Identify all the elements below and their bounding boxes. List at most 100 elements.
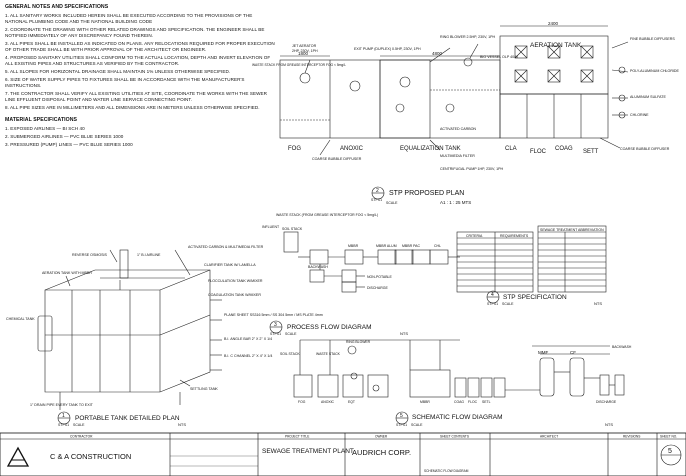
pfd-backwash: BACKWASH (308, 265, 328, 269)
tank-label-equalization: EQUALIZATION TANK (400, 146, 461, 152)
schem-setl: SETL (482, 400, 491, 404)
tb-contractor-label: CONTRACTOR (70, 435, 93, 439)
pfd-sheet-ref: STPS1 (270, 332, 281, 336)
note-item: 7. THE CONTRACTOR SHALL VERIFY ALL EXIST… (5, 91, 267, 103)
portable-settling: SETTLING TANK (190, 387, 218, 391)
schem-discharge: DISCHARGE (596, 400, 617, 404)
tb-owner-label: OWNER (375, 435, 388, 439)
portable-bi-airline: 1" B.I AIRLINE (137, 253, 161, 257)
multimedia-filter-label: MULTIMEDIA FILTER (440, 154, 475, 158)
note-item: 4. PROPOSED SANITARY UTILITIES SHALL CON… (5, 55, 271, 67)
plan-labels: FOG ANOXIC EQUALIZATION TANK CLA FLOC CO… (252, 21, 680, 205)
tank-label-floc: FLOC (530, 149, 547, 155)
schem-sheet-ref: STPS1 (396, 423, 407, 427)
portable-reverse: REVERSE OSMOSIS (72, 253, 108, 257)
schematic-labels: MMF CF BACKWASH RING BLOWER SOIL STACK W… (280, 340, 632, 427)
schem-fog: FOG (298, 400, 306, 404)
stp-specification (456, 225, 607, 293)
schem-scale-word: SCALE (411, 423, 423, 427)
note-item: 5. ALL SLOPES FOR HORIZONTAL DRAINAGE SH… (5, 69, 231, 75)
notes-heading: GENERAL NOTES AND SPECIFICATIONS (5, 4, 109, 10)
pfd-scale-word: SCALE (285, 332, 297, 336)
portable-flocculation: FLOCCULATION TANK W/MIXER (208, 279, 263, 283)
portable-num: 1 (62, 413, 65, 419)
tb-sheet-contents-schematic: SCHEMATIC FLOW DIAGRAM (424, 469, 469, 473)
plan-scale: A1 : 1 : 25 MTS (440, 200, 471, 205)
portable-chemical: CHEMICAL TANK (6, 317, 35, 321)
schem-floc: FLOC (468, 400, 478, 404)
note-item: 8. ALL PIPE SIZES ARE IN MILLIMETERS AND… (5, 105, 260, 110)
bio-vessel-label: BIO VESSEL OLP 4040 (480, 55, 518, 59)
schem-eqt: EQT (348, 400, 355, 404)
tb-contractor-name: C & A CONSTRUCTION (50, 452, 131, 461)
schem-waste-stack: WASTE STACK (316, 352, 341, 356)
pfd-waste-label: WASTE STACK (FROM GREASE INTERCEPTOR FOG… (276, 213, 378, 217)
portable-nts: NTS (178, 422, 186, 427)
schem-coag: COAG (454, 400, 464, 404)
pfd-influent: INFLUENT (262, 225, 280, 229)
material-item: 3. PRESSURED (PUMP) LINES — PVC BLUE SER… (5, 142, 133, 147)
tb-revisions-label: REVISIONS (623, 435, 640, 439)
poly-aluminum-label: POLY-ALUMINUM CHLORIDE (630, 69, 680, 73)
tank-label-fog: FOG (288, 146, 301, 152)
note-item: 2. COORDINATE THE DRAWING WITH OTHER REL… (5, 27, 265, 39)
pfd-title: PROCESS FLOW DIAGRAM (287, 324, 372, 331)
coarse-bubble-left-label: COARSE BUBBLE DIFFUSER (312, 157, 362, 161)
pfd-mbbr-alum: MBBR ALUM (376, 244, 397, 248)
portable-scale-word: SCALE (73, 423, 85, 427)
tb-sheet-contents-label: SHEET CONTENTS (440, 435, 469, 439)
schem-ring-blower: RING BLOWER (346, 340, 371, 344)
material-heading: MATERIAL SPECIFICATIONS (5, 117, 78, 124)
schem-soil-stack: SOIL STACK (280, 352, 300, 356)
material-item: 1. EXPOSED AIRLINES — BI SCH 40 (5, 126, 85, 132)
pfd-chl: CHL (434, 244, 441, 248)
portable-angle: B.I. ANGLE BAR 2" X 2" X 1/4 (224, 337, 272, 341)
tb-sheet-no: 5 (668, 448, 672, 455)
spec-scale-word: SCALE (502, 302, 514, 306)
tb-project-label: PROJECT TITLE (285, 435, 309, 439)
portable-title: PORTABLE TANK DETAILED PLAN (75, 415, 180, 422)
tank-label-sett: SETT (583, 149, 599, 155)
pfd-num: 3 (274, 322, 277, 328)
process-flow-labels: WASTE STACK (FROM GREASE INTERCEPTOR FOG… (262, 213, 441, 336)
general-notes: GENERAL NOTES AND SPECIFICATIONS 1. ALL … (5, 4, 275, 150)
activated-carbon-label: ACTIVATED CARBON (440, 127, 476, 131)
pfd-discharge: DISCHARGE (367, 286, 388, 290)
schem-mmf: MMF (538, 350, 548, 355)
spec-num: 4 (491, 292, 494, 298)
dim-label: 1800 (298, 51, 309, 56)
portable-tank-plan (37, 249, 222, 410)
spec-col-criteria: CRITERIA (466, 234, 483, 238)
dim-label: 2400 (548, 21, 559, 26)
portable-plane: PLANE SHEET SS316 5mm / SS 304 5mm / MS … (224, 313, 323, 317)
pfd-mbbr-pac: MBBR PAC (402, 244, 420, 248)
portable-activated: ACTIVATED CARBON & MULTIMEDIA FILTER (188, 245, 264, 249)
title-markers (57, 186, 500, 425)
portable-labels: REVERSE OSMOSIS AERATION TANK WITH MBBR … (6, 245, 323, 427)
jet-aerator-spec: 2HP, 230V, 1PH (292, 49, 318, 53)
note-item: 3. ALL PIPES SHALL BE INSTALLED AS INDIC… (5, 41, 275, 53)
aluminum-sulfate-label: ALUMINUM SULFATE (630, 95, 666, 99)
schematic-flow-diagram (293, 339, 625, 398)
tank-label-anoxic: ANOXIC (340, 146, 364, 152)
spec-abbr-header: SEWAGE TREATMENT ABBREVIATION (540, 228, 604, 232)
spec-title: STP SPECIFICATION (503, 294, 567, 301)
schem-cf: CF (570, 350, 576, 355)
centrifugal-pump-label: CENTRIFUGAL PUMP 1HP, 230V, 1PH (440, 167, 504, 171)
coarse-bubble-right-label: COARSE BUBBLE DIFFUSER (620, 147, 670, 151)
schem-anoxic: ANOXIC (321, 400, 335, 404)
stp-proposed-plan (279, 25, 629, 156)
schem-backwash: BACKWASH (612, 345, 632, 349)
pfd-non-potable: NON-POTABLE (367, 275, 392, 279)
portable-coagulation: COAGULATION TANK W/MIXER (208, 293, 261, 297)
tb-sheet-no-label: SHEET NO. (660, 435, 677, 439)
plan-num: 2 (376, 188, 379, 194)
contractor-logo-icon (6, 446, 30, 467)
tb-project-title: SEWAGE TREATMENT PLANT (262, 448, 354, 455)
schem-num: 5 (400, 413, 403, 419)
pfd-nts: NTS (400, 331, 408, 336)
waste-stack-label: WASTE STACK FROM GREASE INTERCEPTOR FOG … (252, 63, 346, 67)
portable-drain: 1" DRAIN PIPE EVERY TANK TO EXIT (30, 403, 94, 407)
